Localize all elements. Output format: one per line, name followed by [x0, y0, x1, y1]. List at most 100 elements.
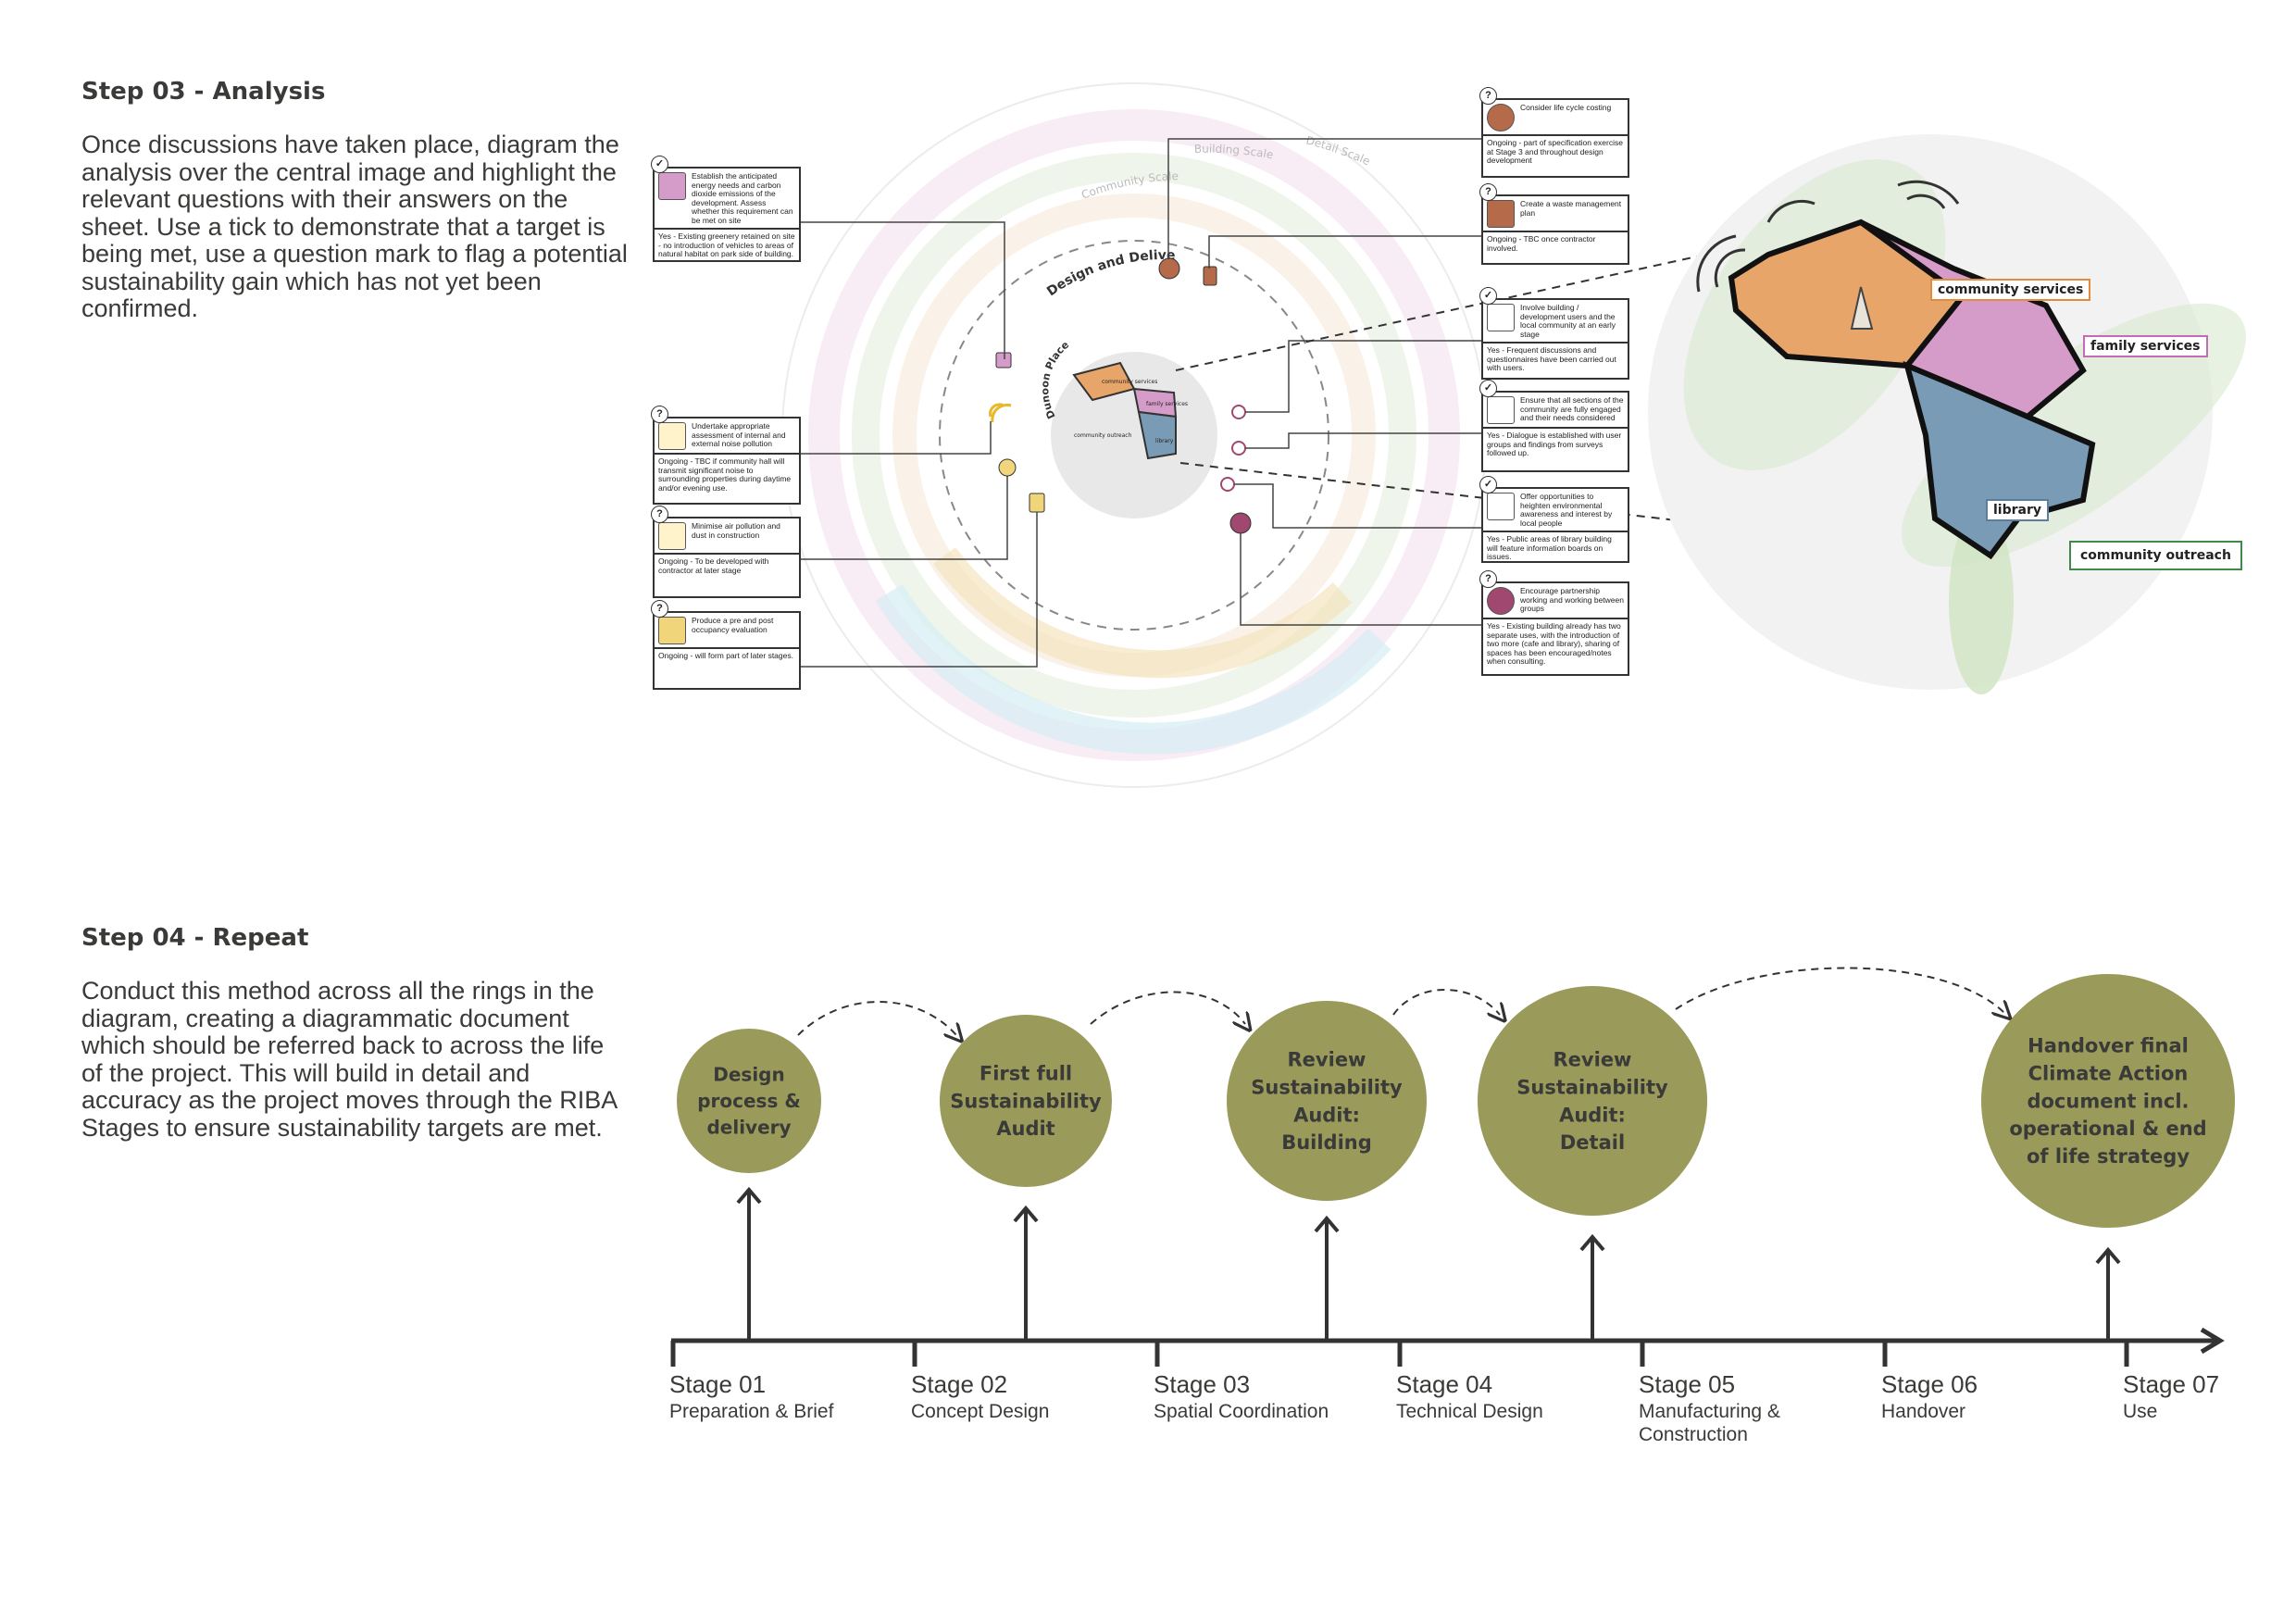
stage-subtitle: Concept Design: [911, 1401, 1050, 1422]
step3-body: Once discussions have taken place, diagr…: [81, 131, 628, 322]
stage-subtitle: Manufacturing & Construction: [1639, 1401, 1780, 1445]
milestone-label: Detail: [1560, 1131, 1625, 1154]
zoom-line-top: [1175, 249, 1728, 371]
callout-left-1: ✓ Establish the anticipated energy needs…: [651, 156, 801, 262]
people-icon: [1487, 304, 1515, 331]
milestone-arrowhead: [2095, 1246, 2121, 1265]
stage-title: Stage 05: [1639, 1370, 1736, 1398]
milestone-arrowhead: [1314, 1215, 1340, 1233]
stage-title: Stage 02: [911, 1370, 1008, 1398]
milestone-circle: [1981, 974, 2235, 1228]
tag-community-outreach: community outreach: [2069, 541, 2242, 570]
milestone-label: Sustainability: [1516, 1076, 1668, 1098]
milestone-label: document incl.: [2027, 1090, 2189, 1112]
milestone-label: Building: [1281, 1131, 1372, 1154]
milestone-label: Audit: [996, 1118, 1054, 1140]
leader-lines: [800, 138, 1481, 668]
stage-title: Stage 04: [1396, 1370, 1493, 1398]
step4-body: Conduct this method across all the rings…: [81, 977, 617, 1142]
people-icon: [1487, 396, 1515, 424]
step4-heading: Step 04 - Repeat: [81, 924, 309, 952]
milestone-label: Sustainability: [950, 1090, 1102, 1112]
stage-title: Stage 03: [1154, 1370, 1251, 1398]
milestones: Design process & delivery First fullSustain…: [677, 974, 2235, 1341]
stage-subtitle: Handover: [1881, 1401, 1966, 1422]
tick-icon: ✓: [1479, 380, 1497, 397]
stage-subtitle: Preparation & Brief: [669, 1401, 834, 1422]
milestone-label: Review: [1288, 1049, 1366, 1071]
milestone-label: First full: [980, 1063, 1072, 1085]
small-tag-library: library: [1155, 438, 1174, 444]
question-icon: ?: [1479, 183, 1497, 201]
callout-right-4: ✓ Ensure that all sections of the commun…: [1479, 380, 1629, 472]
step3-heading: Step 03 - Analysis: [81, 78, 326, 106]
question-icon: ?: [1479, 87, 1497, 105]
milestone-connector: [797, 1001, 956, 1035]
milestone-label: Design: [713, 1064, 784, 1086]
milestone-circle: [1478, 986, 1707, 1216]
milestone-label: Audit:: [1293, 1104, 1360, 1126]
milestone-connector: [1675, 967, 2004, 1013]
stage-title: Stage 07: [2123, 1370, 2220, 1398]
plant-icon: [1487, 493, 1515, 520]
partnership-icon: [1487, 587, 1515, 615]
tag-library: library: [1986, 499, 2050, 521]
callout-left-3: ? Minimise air pollution and dust in con…: [651, 506, 801, 598]
milestone: Design process & delivery: [677, 1029, 821, 1341]
small-tag-outreach: community outreach: [1074, 432, 1132, 439]
question-icon: ?: [1479, 570, 1497, 588]
tag-community-services: community services: [1930, 279, 2091, 301]
question-icon: ?: [651, 600, 668, 618]
question-icon: ?: [651, 406, 668, 423]
timeline-axis: [670, 1327, 2225, 1367]
milestone-circle: [677, 1029, 821, 1173]
milestone-label: operational & end: [2009, 1118, 2206, 1140]
milestone-circle: [1227, 1001, 1427, 1201]
milestone-label: Handover final: [2028, 1035, 2189, 1057]
milestone-circle: [940, 1015, 1112, 1187]
callout-right-2: ? Create a waste management plan Ongoing…: [1479, 183, 1629, 265]
cloud-icon: [658, 522, 686, 550]
milestone-label: Audit:: [1559, 1104, 1626, 1126]
energy-icon: [658, 172, 686, 200]
callout-right-6: ? Encourage partnership working and work…: [1479, 570, 1629, 676]
tick-icon: ✓: [651, 156, 668, 173]
clipboard-icon: [658, 617, 686, 644]
timeline-arrowhead: [2200, 1327, 2225, 1355]
milestone-label: of life strategy: [2027, 1145, 2190, 1168]
small-tag-community: community services: [1102, 379, 1157, 385]
callout-right-5: ✓ Offer opportunities to heighten enviro…: [1479, 476, 1629, 563]
milestone-label: process &: [697, 1090, 801, 1112]
milestone-label: Review: [1554, 1049, 1632, 1071]
milestone-arrowhead: [1579, 1233, 1605, 1252]
stage-title: Stage 06: [1881, 1370, 1978, 1398]
stage-subtitle: Technical Design: [1396, 1401, 1543, 1422]
stage-subtitle: Spatial Coordination: [1154, 1401, 1329, 1422]
callout-left-4: ? Produce a pre and post occupancy evalu…: [651, 600, 801, 690]
ring-markers: [989, 257, 1252, 534]
central-building-sketch: [1072, 361, 1178, 460]
milestone-label: delivery: [706, 1116, 791, 1138]
question-icon: ?: [651, 506, 668, 523]
callout-left-2: ? Undertake appropriate assessment of in…: [651, 406, 801, 505]
milestone-label: Climate Action: [2028, 1063, 2189, 1085]
tick-icon: ✓: [1479, 287, 1497, 305]
bin-icon: [1487, 200, 1515, 228]
callout-right-1: ? Consider life cycle costing Ongoing - …: [1479, 87, 1629, 178]
milestone-arrowhead: [1013, 1205, 1039, 1223]
small-tag-family: family services: [1146, 401, 1188, 407]
callout-right-3: ✓ Involve building / development users a…: [1479, 287, 1629, 380]
wifi-icon: [658, 422, 686, 450]
milestone-label: Sustainability: [1251, 1076, 1403, 1098]
tag-family-services: family services: [2083, 335, 2208, 357]
milestone-connectors: [797, 967, 2004, 1035]
stage-title: Stage 01: [669, 1370, 767, 1398]
tick-icon: ✓: [1479, 476, 1497, 493]
milestone-connector: [1090, 991, 1245, 1025]
stage-subtitle: Use: [2123, 1401, 2158, 1422]
